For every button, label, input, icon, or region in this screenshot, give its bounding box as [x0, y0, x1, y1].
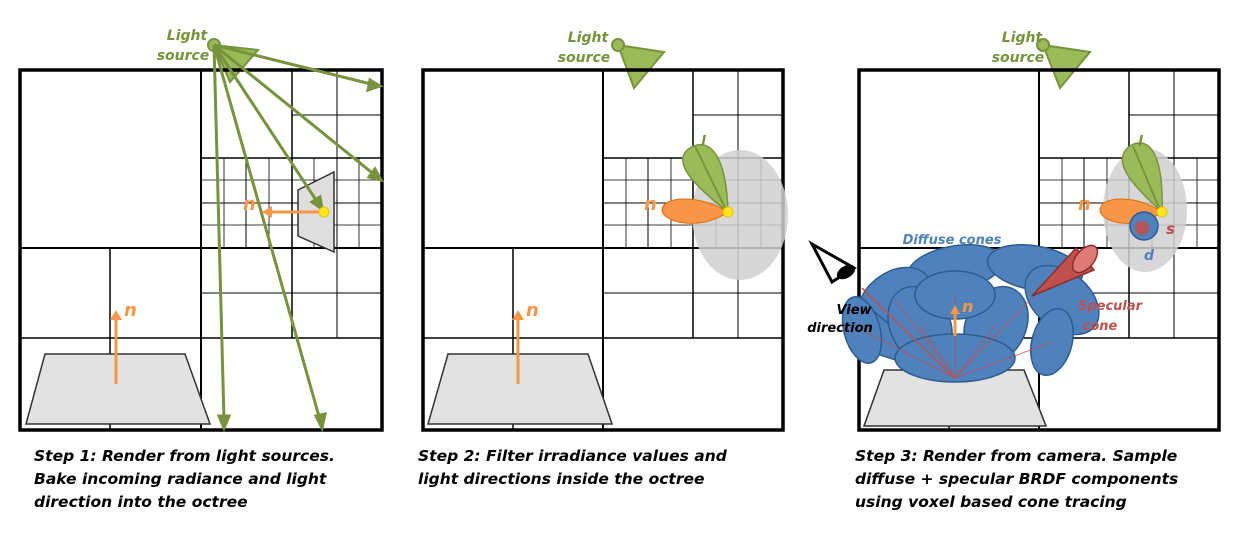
normal-label-wall: n: [243, 194, 256, 215]
normal-arrow-floor: [110, 310, 122, 384]
specular-lobe: [1135, 221, 1149, 235]
normal-arrow-floor: [512, 310, 524, 384]
lobe-label-l: l: [1138, 134, 1143, 150]
view-direction-ray: [861, 287, 955, 379]
light-direction-lobe: [1121, 142, 1163, 214]
normal-label-floor: n: [124, 300, 137, 321]
light-label-line2: source: [157, 48, 210, 64]
octree-grid: [18, 68, 384, 432]
sample-point: [1156, 206, 1168, 218]
caption-line: Step 2: Filter irradiance values and: [418, 447, 727, 465]
lobe-label-d: d: [1144, 248, 1155, 264]
light-source-icon: [611, 38, 666, 90]
caption-line: using voxel based cone tracing: [855, 493, 1127, 511]
lobe-label-s: s: [1166, 220, 1175, 238]
diffuse-cones-label: Diffuse cones: [903, 233, 1002, 248]
diffuse-cones: [841, 244, 1100, 383]
caption-line: diffuse + specular BRDF components: [855, 470, 1179, 488]
cone-rays: [861, 295, 1053, 379]
specular-cone: [1031, 244, 1099, 297]
view-label-line1: View: [836, 303, 872, 318]
floor-surface: [427, 353, 614, 425]
floor-surface: [25, 353, 212, 425]
panel-step2: Light source l: [400, 0, 800, 534]
normal-label-wall: n: [644, 194, 657, 215]
light-direction-vector: [1132, 145, 1161, 211]
eye-icon: [808, 240, 857, 285]
view-label-line2: direction: [807, 321, 873, 336]
caption-line: Bake incoming radiance and light: [34, 470, 327, 488]
light-label-line2: source: [558, 50, 611, 66]
panel-step1: Light source: [0, 0, 400, 534]
panel-step3: Light source l: [800, 0, 1235, 534]
caption-step2: Step 2: Filter irradiance values and lig…: [418, 445, 727, 491]
light-source-icon: [1036, 38, 1092, 90]
light-label-line1: Light: [568, 30, 610, 46]
light-rays: [212, 43, 384, 433]
specular-label-line1: Specular: [1078, 299, 1144, 314]
light-label-line2: source: [992, 50, 1045, 66]
octree-diagram-step2: Light source l: [421, 30, 788, 432]
specular-label-line2: cone: [1083, 319, 1118, 334]
normal-arrow-floor: [950, 305, 960, 336]
light-label-line1: Light: [167, 28, 209, 44]
caption-step3: Step 3: Render from camera. Sample diffu…: [855, 445, 1178, 514]
caption-line: Step 1: Render from light sources.: [34, 447, 335, 465]
sample-point: [722, 206, 734, 218]
caption-line: direction into the octree: [34, 493, 248, 511]
light-direction-lobe: [682, 143, 729, 214]
caption-step1: Step 1: Render from light sources. Bake …: [34, 445, 335, 514]
normal-label-floor: n: [526, 300, 539, 321]
normal-arrow-wall: [262, 206, 330, 218]
caption-line: Step 3: Render from camera. Sample: [855, 447, 1178, 465]
light-label-line1: Light: [1002, 30, 1044, 46]
octree-diagram-step1: Light source: [18, 28, 384, 433]
lobe-label-l: l: [701, 134, 706, 150]
light-direction-vector: [694, 145, 727, 211]
normal-label-wall: n: [1078, 194, 1091, 215]
caption-line: light directions inside the octree: [418, 470, 705, 488]
normal-lobe: [661, 198, 729, 224]
octree-diagram-step3: Light source l: [807, 30, 1221, 432]
normal-label-floor: n: [962, 297, 973, 316]
